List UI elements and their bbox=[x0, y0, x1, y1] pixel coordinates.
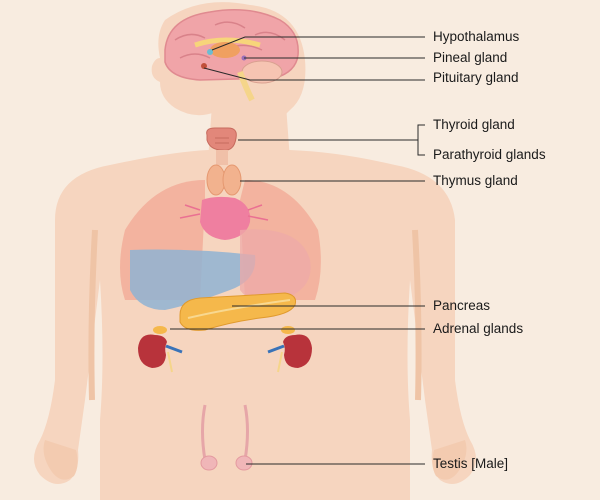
arm-shadow-right bbox=[412, 229, 422, 401]
testis-right bbox=[235, 455, 253, 471]
label-adrenal-glands: Adrenal glands bbox=[433, 321, 524, 336]
hand-left bbox=[43, 440, 78, 480]
pancreas bbox=[179, 292, 296, 331]
hypothalamus-marker bbox=[207, 49, 213, 55]
label-pituitary-gland: Pituitary gland bbox=[433, 70, 519, 85]
thymus bbox=[206, 164, 242, 196]
label-thyroid-gland: Thyroid gland bbox=[433, 117, 515, 132]
label-hypothalamus: Hypothalamus bbox=[433, 29, 520, 44]
stomach bbox=[240, 229, 311, 302]
kidney-left bbox=[138, 326, 183, 373]
label-testis: Testis [Male] bbox=[433, 456, 509, 471]
testis-left bbox=[200, 455, 218, 471]
thyroid bbox=[206, 127, 237, 151]
liver bbox=[130, 249, 256, 310]
arm-shadow-left bbox=[88, 229, 98, 401]
hand-right bbox=[432, 440, 467, 480]
leader-thyroid-bracket bbox=[417, 124, 425, 156]
trachea bbox=[216, 150, 228, 165]
leader-lines bbox=[170, 36, 425, 465]
brain bbox=[164, 9, 299, 102]
label-parathyroid-glands: Parathyroid glands bbox=[433, 147, 546, 162]
vas-left bbox=[201, 404, 207, 461]
leader-pituitary bbox=[203, 67, 425, 81]
label-pancreas: Pancreas bbox=[433, 298, 491, 313]
pituitary-marker bbox=[201, 63, 207, 69]
kidney-right bbox=[267, 326, 312, 373]
vas-right bbox=[243, 404, 249, 461]
label-pineal-gland: Pineal gland bbox=[433, 50, 508, 65]
heart bbox=[179, 196, 269, 240]
label-thymus-gland: Thymus gland bbox=[433, 173, 518, 188]
leader-hypothalamus bbox=[211, 36, 425, 51]
